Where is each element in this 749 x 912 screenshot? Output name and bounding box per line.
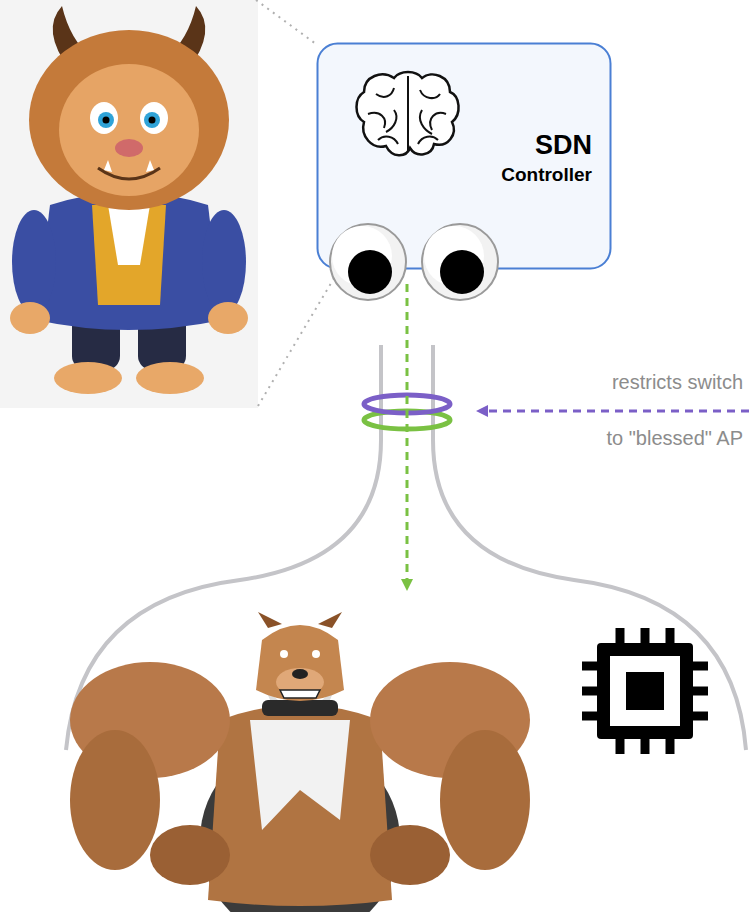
node-subheading: Controller: [501, 162, 592, 188]
control-arrow: [406, 284, 409, 585]
controller-box: SDNController: [316, 42, 612, 270]
googly-eyes: [330, 224, 498, 300]
beast-figure: [0, 0, 258, 408]
chip-icon: [582, 628, 708, 754]
annotation-text: restricts switch: [610, 371, 745, 394]
restrict-arrow: [482, 410, 749, 413]
zoom-line: [256, 0, 316, 44]
annotation-text: to "blessed" AP: [604, 427, 745, 450]
zoom-line: [258, 268, 340, 406]
node-heading: SDN: [535, 128, 592, 162]
brain-icon: [357, 72, 459, 155]
switch-dog-figure: [70, 612, 530, 912]
